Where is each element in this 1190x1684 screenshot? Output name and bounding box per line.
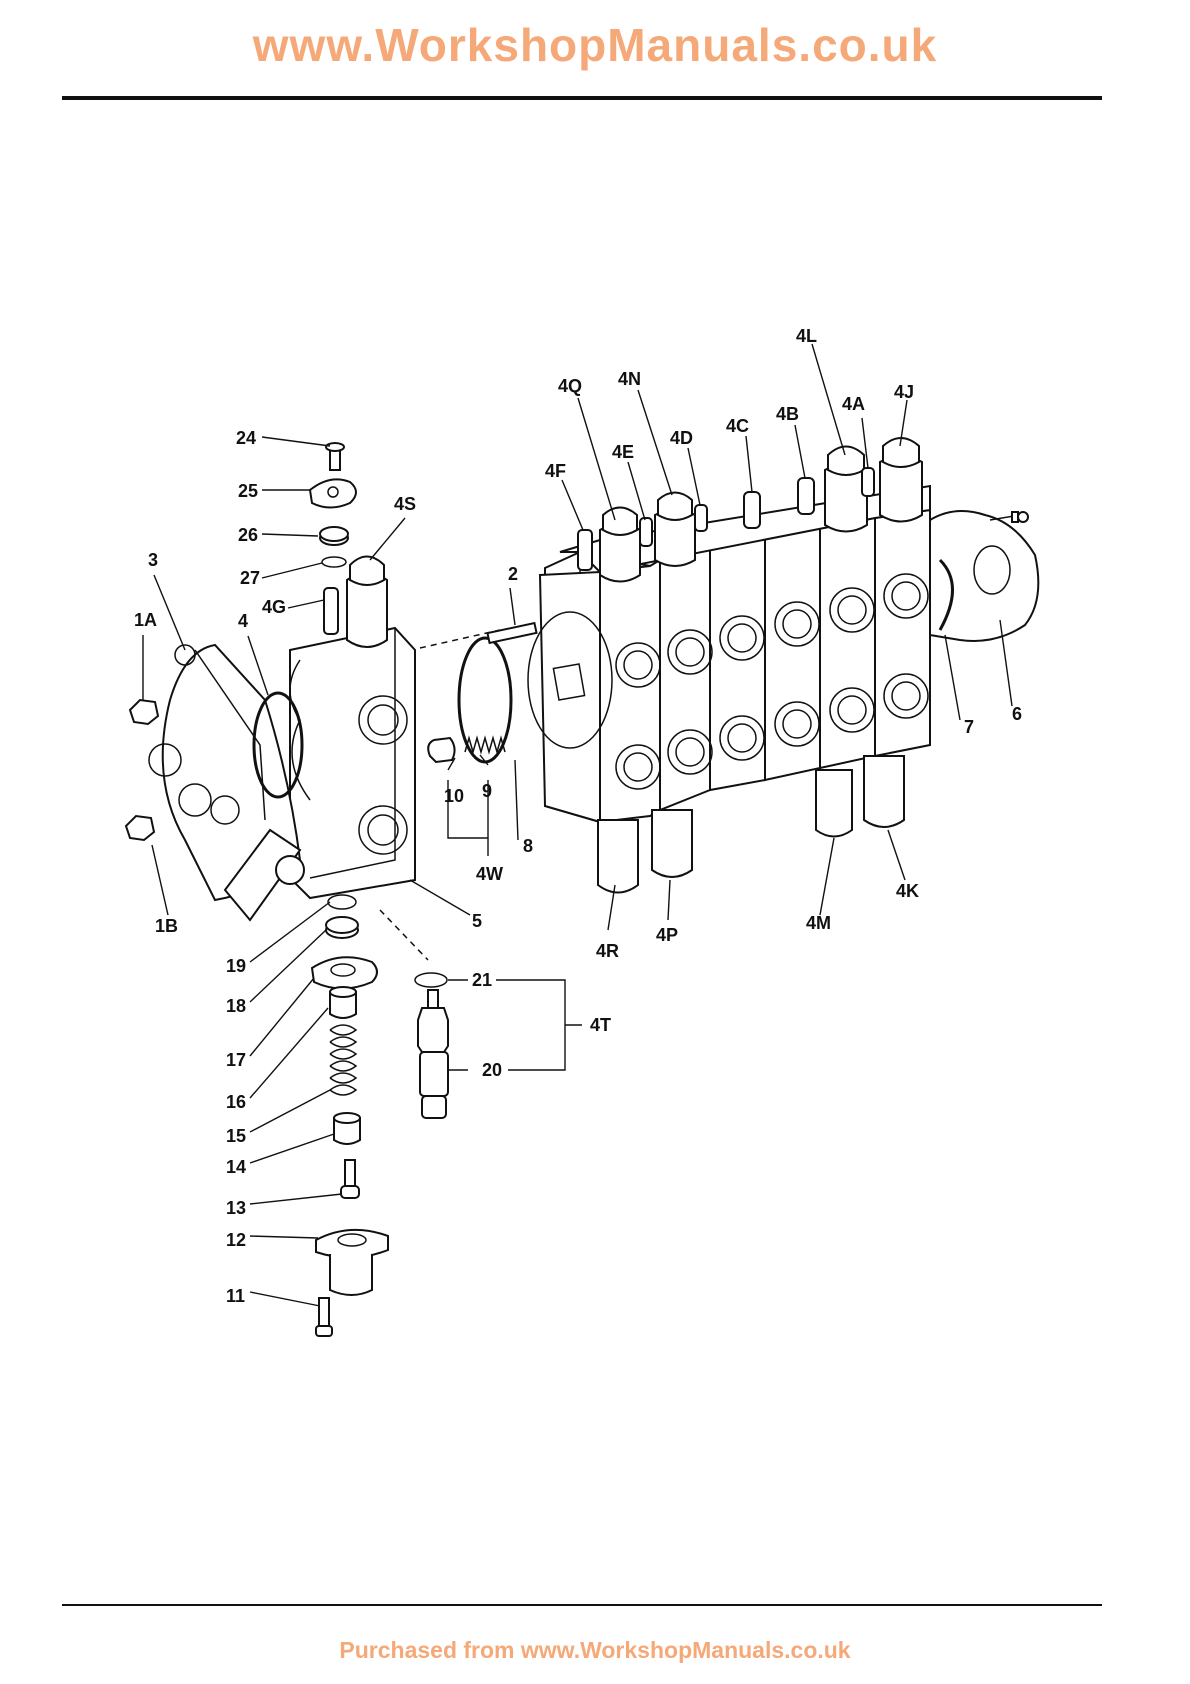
label-4M: 4M — [806, 913, 831, 933]
valve-bank-drawing — [528, 438, 1038, 893]
relief-cartridge-drawing — [380, 910, 448, 1118]
label-12: 12 — [226, 1230, 246, 1250]
label-4P: 4P — [656, 925, 678, 945]
label-4K: 4K — [896, 881, 919, 901]
label-11: 11 — [226, 1286, 245, 1306]
label-21: 21 — [472, 970, 492, 990]
label-4G: 4G — [262, 597, 286, 617]
label-26: 26 — [238, 525, 258, 545]
label-7: 7 — [964, 717, 974, 737]
label-4Q: 4Q — [558, 376, 582, 396]
label-4W: 4W — [476, 864, 503, 884]
label-4R: 4R — [596, 941, 619, 961]
label-4F: 4F — [545, 461, 566, 481]
seal-and-spring-drawing — [420, 623, 537, 762]
label-4J: 4J — [894, 382, 914, 402]
label-6: 6 — [1012, 704, 1022, 724]
label-2: 2 — [508, 564, 518, 584]
label-4T: 4T — [590, 1015, 611, 1035]
label-13: 13 — [226, 1198, 246, 1218]
label-4N: 4N — [618, 369, 641, 389]
footer-rule — [62, 1604, 1102, 1606]
label-18: 18 — [226, 996, 246, 1016]
label-4C: 4C — [726, 416, 749, 436]
label-20: 20 — [482, 1060, 502, 1080]
label-14: 14 — [226, 1157, 246, 1177]
label-10: 10 — [444, 786, 464, 806]
label-5: 5 — [472, 911, 482, 931]
label-1A: 1A — [134, 610, 157, 630]
label-8: 8 — [523, 836, 533, 856]
label-1B: 1B — [155, 916, 178, 936]
label-19: 19 — [226, 956, 246, 976]
label-4D: 4D — [670, 428, 693, 448]
label-25: 25 — [238, 481, 258, 501]
label-16: 16 — [226, 1092, 246, 1112]
label-4A: 4A — [842, 394, 865, 414]
footer-text: Purchased from www.WorkshopManuals.co.uk — [0, 1637, 1190, 1664]
label-27: 27 — [240, 568, 260, 588]
label-9: 9 — [482, 781, 492, 801]
label-4B: 4B — [776, 404, 799, 424]
label-3: 3 — [148, 550, 158, 570]
label-24: 24 — [236, 428, 256, 448]
label-4S: 4S — [394, 494, 416, 514]
label-4: 4 — [238, 611, 248, 631]
label-17: 17 — [226, 1050, 246, 1070]
label-15: 15 — [226, 1126, 246, 1146]
label-4E: 4E — [612, 442, 634, 462]
label-4L: 4L — [796, 326, 817, 346]
